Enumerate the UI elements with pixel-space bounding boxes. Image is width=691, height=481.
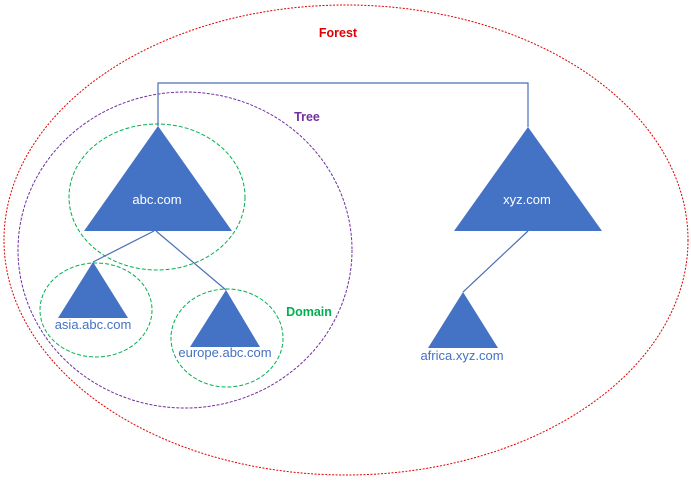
node-label-asia: asia.abc.com <box>55 317 132 332</box>
node-label-abc: abc.com <box>132 192 181 207</box>
forest-label: Forest <box>319 26 358 40</box>
domain-label: Domain <box>286 305 332 319</box>
connector-xyz-africa <box>462 230 529 293</box>
forest-boundary <box>3 4 689 476</box>
node-label-europe: europe.abc.com <box>178 345 271 360</box>
domain-boundary-abc <box>68 123 246 271</box>
tree-label: Tree <box>294 110 320 124</box>
domain-triangle-europe[interactable] <box>190 290 260 347</box>
domain-boundary-europe <box>170 288 284 388</box>
domain-triangle-asia[interactable] <box>58 262 128 318</box>
tree-boundary <box>17 91 353 409</box>
node-label-africa: africa.xyz.com <box>420 348 503 363</box>
domain-triangle-abc[interactable] <box>84 126 232 231</box>
domain-triangle-xyz[interactable] <box>454 127 602 231</box>
node-label-xyz: xyz.com <box>503 192 551 207</box>
trust-connector-trees <box>157 82 529 127</box>
domain-boundary-asia <box>39 262 153 358</box>
domain-triangle-africa[interactable] <box>428 292 498 348</box>
connector-abc-asia <box>92 230 155 263</box>
connector-abc-europe <box>155 230 227 291</box>
